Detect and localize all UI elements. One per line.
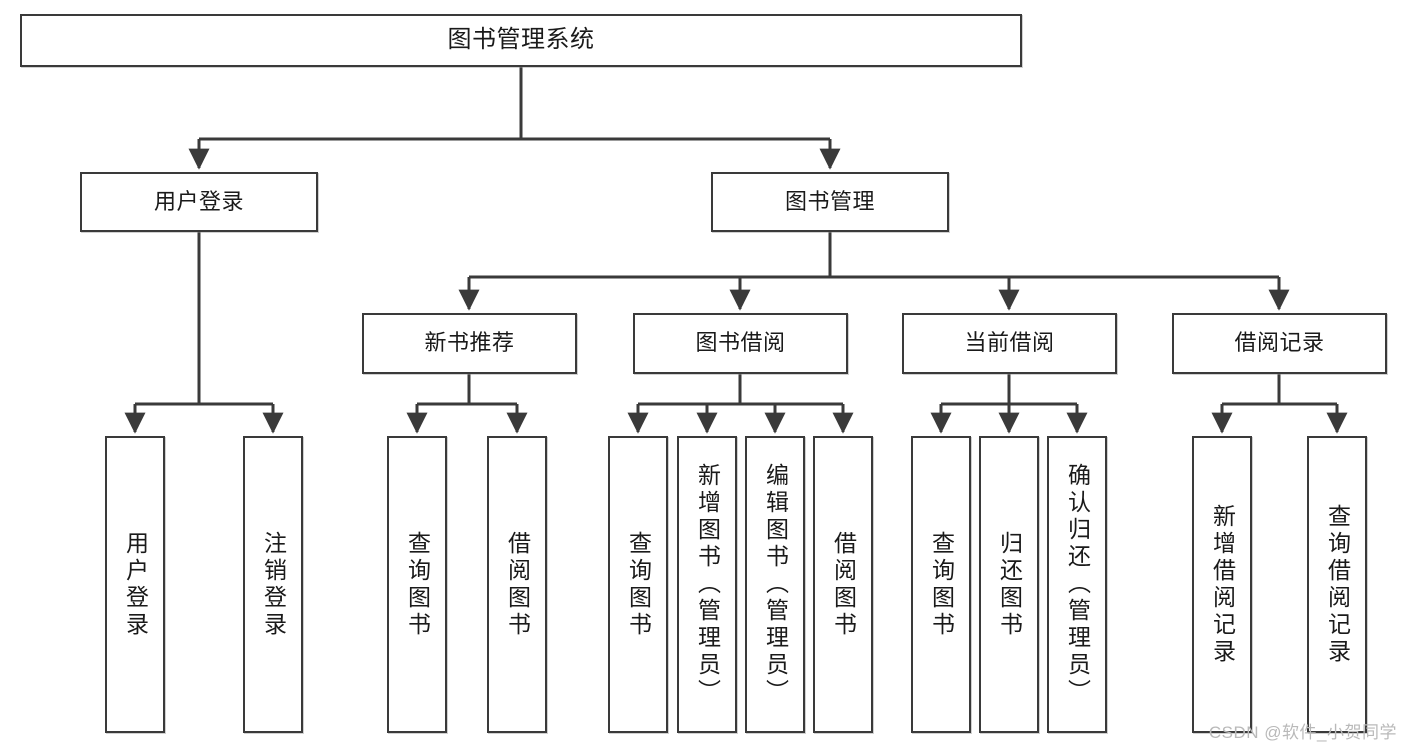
node-current-borrow[interactable]: 当前借阅 (902, 313, 1117, 374)
node-leaf-query-book-borrow[interactable]: 查询图书 (608, 436, 668, 733)
node-label: 用户登录 (122, 530, 149, 639)
node-new-book-recommend[interactable]: 新书推荐 (362, 313, 577, 374)
node-leaf-query-borrow-record[interactable]: 查询借阅记录 (1307, 436, 1367, 733)
node-label: 注销登录 (260, 530, 287, 639)
node-leaf-query-book-recommend[interactable]: 查询图书 (387, 436, 447, 733)
node-book-management[interactable]: 图书管理 (711, 172, 949, 232)
node-label: 新书推荐 (424, 330, 515, 356)
node-label: 图书管理 (784, 188, 875, 214)
node-label: 用户登录 (153, 188, 244, 214)
node-leaf-edit-book[interactable]: 编辑图书（管理员） (745, 436, 805, 733)
node-label: 确认归还（管理员） (1064, 463, 1091, 706)
node-label: 借阅图书 (830, 530, 857, 639)
node-leaf-add-book[interactable]: 新增图书（管理员） (677, 436, 737, 733)
node-label: 查询借阅记录 (1324, 503, 1351, 666)
node-label: 归还图书 (996, 530, 1023, 639)
node-borrow-record[interactable]: 借阅记录 (1172, 313, 1387, 374)
node-label: 图书管理系统 (447, 26, 595, 54)
node-leaf-confirm-return[interactable]: 确认归还（管理员） (1047, 436, 1107, 733)
node-label: 借阅图书 (504, 530, 531, 639)
node-leaf-query-book-current[interactable]: 查询图书 (911, 436, 971, 733)
node-label: 查询图书 (625, 530, 652, 639)
node-label: 新增图书（管理员） (694, 463, 721, 706)
node-leaf-borrow-book[interactable]: 借阅图书 (813, 436, 873, 733)
node-leaf-user-login[interactable]: 用户登录 (105, 436, 165, 733)
node-leaf-return-book[interactable]: 归还图书 (979, 436, 1039, 733)
node-book-borrow[interactable]: 图书借阅 (633, 313, 848, 374)
node-user-login[interactable]: 用户登录 (80, 172, 318, 232)
csdn-watermark: CSDN @软件_小贺同学 (1208, 723, 1397, 742)
node-label: 借阅记录 (1234, 330, 1325, 356)
node-book-management-system[interactable]: 图书管理系统 (20, 14, 1022, 67)
node-label: 查询图书 (404, 530, 431, 639)
node-label: 查询图书 (928, 530, 955, 639)
node-leaf-borrow-book-recommend[interactable]: 借阅图书 (487, 436, 547, 733)
node-leaf-logout[interactable]: 注销登录 (243, 436, 303, 733)
node-label: 当前借阅 (964, 330, 1055, 356)
node-leaf-add-borrow-record[interactable]: 新增借阅记录 (1192, 436, 1252, 733)
node-label: 新增借阅记录 (1209, 503, 1236, 666)
node-label: 图书借阅 (695, 330, 786, 356)
node-label: 编辑图书（管理员） (762, 463, 789, 706)
